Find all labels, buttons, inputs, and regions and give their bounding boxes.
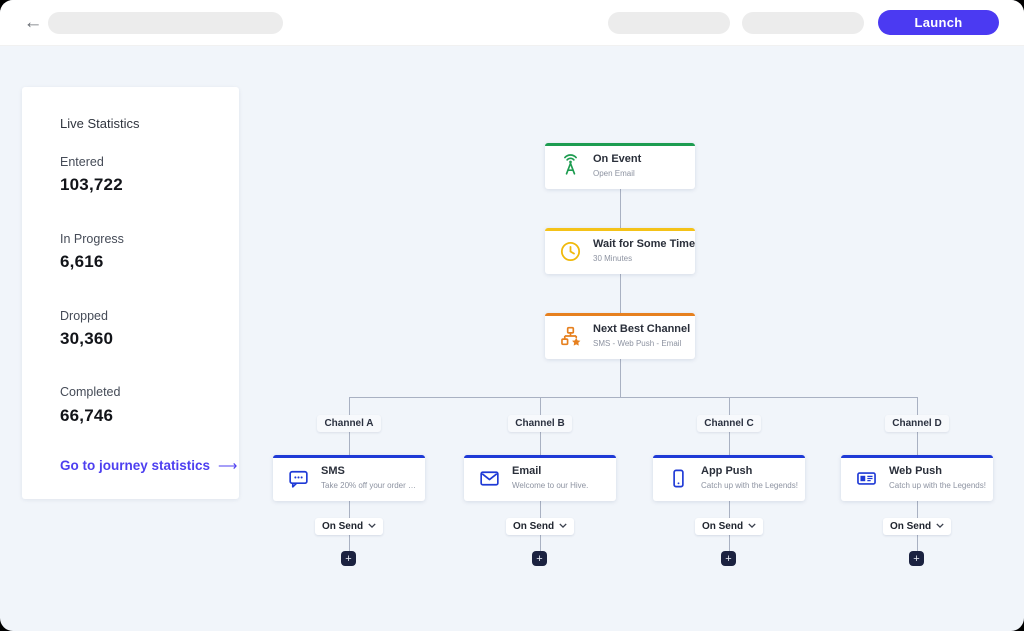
- on-send-label: On Send: [701, 521, 744, 532]
- web-push-node[interactable]: Web Push Catch up with the Legends!: [841, 455, 996, 504]
- node-accent-bar: [841, 455, 993, 458]
- node-subtitle: SMS - Web Push - Email: [593, 339, 682, 348]
- hierarchy-star-icon: [558, 324, 583, 349]
- panel-title: Live Statistics: [60, 116, 140, 131]
- stat-label-dropped: Dropped: [60, 309, 108, 323]
- live-statistics-panel: Live Statistics Entered 103,722 In Progr…: [22, 87, 239, 499]
- connector-line: [620, 359, 621, 397]
- email-node[interactable]: Email Welcome to our Hive.: [464, 455, 619, 504]
- node-subtitle: 30 Minutes: [593, 254, 633, 263]
- connector-line: [729, 432, 730, 455]
- connector-line: [917, 535, 918, 551]
- channel-b-label: Channel B: [508, 415, 572, 432]
- sms-node[interactable]: SMS Take 20% off your order with code ..…: [273, 455, 428, 504]
- stat-value-completed: 66,746: [60, 406, 114, 425]
- node-title: App Push: [701, 465, 753, 477]
- node-accent-bar: [545, 313, 695, 316]
- node-subtitle: Take 20% off your order with code ...: [321, 481, 419, 490]
- connector-line: [620, 274, 621, 313]
- node-accent-bar: [653, 455, 805, 458]
- topbar: ← Launch: [0, 0, 1024, 46]
- back-button[interactable]: ←: [22, 12, 44, 34]
- on-send-label: On Send: [321, 521, 364, 532]
- node-title: SMS: [321, 465, 345, 477]
- launch-button[interactable]: Launch: [878, 10, 999, 35]
- add-step-button[interactable]: +: [721, 551, 736, 566]
- journey-statistics-link-label: Go to journey statistics: [60, 458, 211, 473]
- chevron-down-icon: [748, 518, 756, 535]
- journey-statistics-link[interactable]: Go to journey statistics ⟶: [60, 458, 237, 474]
- channel-d-label: Channel D: [885, 415, 949, 432]
- on-send-dropdown[interactable]: On Send: [695, 518, 763, 535]
- node-title: Wait for Some Time: [593, 238, 696, 250]
- connector-line: [349, 432, 350, 455]
- add-step-button[interactable]: +: [909, 551, 924, 566]
- chevron-down-icon: [936, 518, 944, 535]
- stat-label-in-progress: In Progress: [60, 232, 124, 246]
- add-step-button[interactable]: +: [532, 551, 547, 566]
- broadcast-icon: [558, 154, 583, 179]
- app-push-node[interactable]: App Push Catch up with the Legends!: [653, 455, 808, 504]
- back-arrow-icon: ←: [23, 12, 43, 33]
- toolbar-skeleton-placeholder-2: [742, 12, 864, 34]
- stat-label-completed: Completed: [60, 385, 121, 399]
- node-title: Next Best Channel: [593, 323, 691, 335]
- next-best-channel-node[interactable]: Next Best Channel SMS - Web Push - Email: [545, 313, 698, 362]
- email-icon: [477, 466, 502, 491]
- node-accent-bar: [545, 143, 695, 146]
- web-push-icon: [854, 466, 879, 491]
- connector-line: [729, 397, 730, 415]
- connector-line: [917, 501, 918, 518]
- trigger-node-on-event[interactable]: On Event Open Email: [545, 143, 698, 192]
- stat-value-entered: 103,722: [60, 175, 123, 194]
- chevron-down-icon: [559, 518, 567, 535]
- chevron-down-icon: [368, 518, 376, 535]
- connector-line: [349, 397, 917, 398]
- connector-line: [540, 535, 541, 551]
- long-right-arrow-icon: ⟶: [218, 458, 238, 473]
- connector-line: [729, 535, 730, 551]
- clock-icon: [558, 239, 583, 264]
- connector-line: [917, 432, 918, 455]
- title-skeleton-placeholder: [48, 12, 283, 34]
- sms-icon: [286, 466, 311, 491]
- stat-label-entered: Entered: [60, 155, 104, 169]
- stat-value-dropped: 30,360: [60, 329, 114, 348]
- connector-line: [729, 501, 730, 518]
- connector-line: [540, 397, 541, 415]
- on-send-label: On Send: [512, 521, 555, 532]
- connector-line: [917, 397, 918, 415]
- on-send-dropdown[interactable]: On Send: [315, 518, 383, 535]
- node-subtitle: Open Email: [593, 169, 635, 178]
- on-send-label: On Send: [889, 521, 932, 532]
- wait-node[interactable]: Wait for Some Time 30 Minutes: [545, 228, 698, 277]
- connector-line: [540, 501, 541, 518]
- node-subtitle: Welcome to our Hive.: [512, 481, 589, 490]
- node-accent-bar: [464, 455, 616, 458]
- node-accent-bar: [273, 455, 425, 458]
- node-subtitle: Catch up with the Legends!: [701, 481, 798, 490]
- node-title: On Event: [593, 153, 642, 165]
- toolbar-skeleton-placeholder-1: [608, 12, 730, 34]
- node-title: Email: [512, 465, 542, 477]
- channel-a-label: Channel A: [317, 415, 381, 432]
- node-accent-bar: [545, 228, 695, 231]
- connector-line: [540, 432, 541, 455]
- node-subtitle: Catch up with the Legends!: [889, 481, 986, 490]
- connector-line: [349, 535, 350, 551]
- connector-line: [349, 501, 350, 518]
- on-send-dropdown[interactable]: On Send: [506, 518, 574, 535]
- connector-line: [349, 397, 350, 415]
- connector-line: [620, 189, 621, 228]
- on-send-dropdown[interactable]: On Send: [883, 518, 951, 535]
- channel-c-label: Channel C: [697, 415, 761, 432]
- stat-value-in-progress: 6,616: [60, 252, 104, 271]
- node-title: Web Push: [889, 465, 942, 477]
- add-step-button[interactable]: +: [341, 551, 356, 566]
- app-push-icon: [666, 466, 691, 491]
